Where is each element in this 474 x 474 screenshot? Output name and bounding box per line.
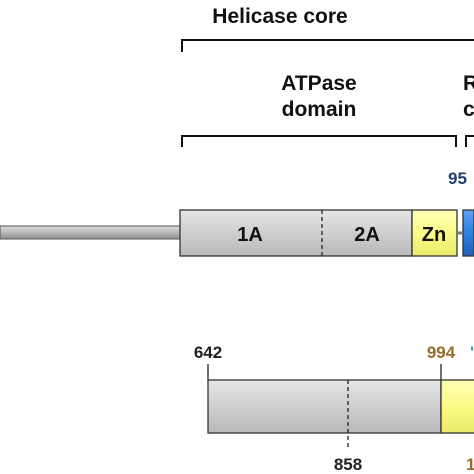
right-domain-label-line1: R <box>463 72 474 95</box>
start-residue-label: 642 <box>194 343 222 362</box>
zn-domain-block <box>411 209 458 257</box>
right-domain-bracket <box>465 135 474 147</box>
boundary-number-top: 95 <box>448 169 467 188</box>
helicase-core-label: Helicase core <box>212 5 347 28</box>
atpase-label-line1: ATPase <box>281 72 356 95</box>
right-domain-label-line2: c <box>463 98 474 121</box>
domain-2a-label: 2A <box>354 224 380 246</box>
zn-domain-label: Zn <box>422 224 446 246</box>
blue-domain-block <box>462 209 474 257</box>
helicase-core-bracket <box>181 39 474 52</box>
right-cut-marker: ' <box>470 343 474 362</box>
atpase-label-line2: domain <box>282 98 357 121</box>
atpase-block-bottom <box>207 379 442 434</box>
domain-1a-label: 1A <box>237 224 263 246</box>
n-terminal-linker <box>0 225 181 240</box>
atpase-bracket <box>181 135 457 147</box>
zn-block-bottom <box>440 379 474 434</box>
middle-residue-label: 858 <box>334 455 362 474</box>
right-residue-label-bottom: 1 <box>466 455 474 474</box>
domain-1a-2a-block <box>179 209 413 257</box>
end-residue-label: 994 <box>427 343 456 362</box>
